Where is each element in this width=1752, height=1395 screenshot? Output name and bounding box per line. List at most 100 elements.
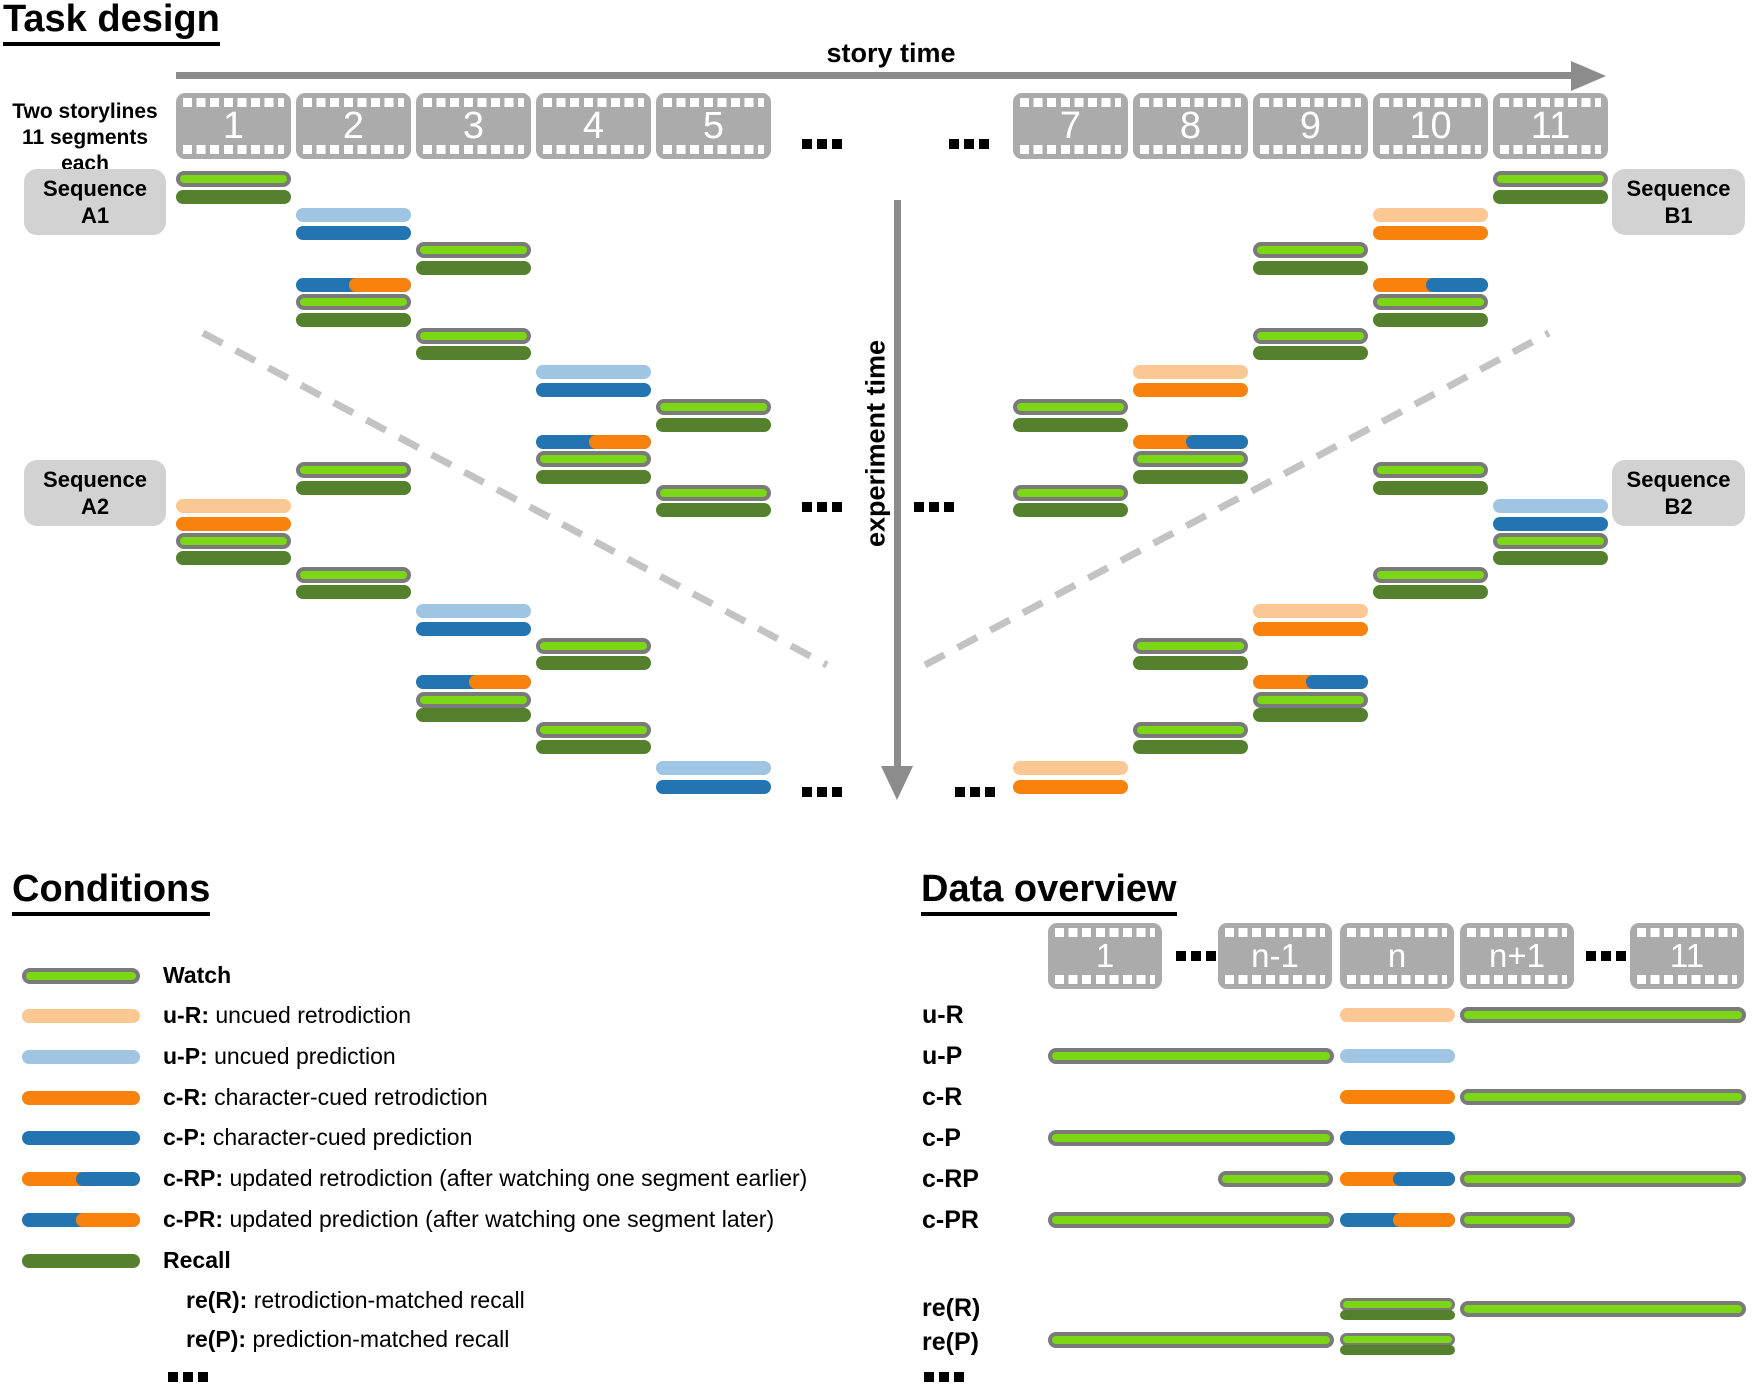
sprocket-holes bbox=[423, 145, 524, 154]
sprocket-holes bbox=[663, 145, 764, 154]
recall-bar bbox=[536, 740, 651, 754]
watch-bar bbox=[1460, 1171, 1746, 1187]
recall-bar bbox=[1013, 418, 1128, 432]
story-time-label: story time bbox=[826, 38, 956, 68]
recall-bar bbox=[1373, 585, 1488, 599]
sprocket-holes bbox=[1020, 98, 1121, 107]
film-strip-label: 7 bbox=[1059, 104, 1082, 147]
film-strip-label: 10 bbox=[1409, 104, 1452, 147]
experiment-time-arrow bbox=[894, 200, 901, 766]
split-overlay bbox=[1392, 1172, 1455, 1186]
ellipsis bbox=[914, 502, 954, 512]
sprocket-holes bbox=[543, 145, 644, 154]
watch-bar bbox=[1253, 328, 1368, 344]
cued-prediction-bar bbox=[1493, 517, 1608, 531]
uncued-prediction-bar bbox=[416, 604, 531, 618]
uncued-prediction-bar bbox=[1340, 1049, 1455, 1063]
uncued-retrodiction-bar bbox=[1373, 208, 1488, 222]
film-strip-label: 11 bbox=[1530, 104, 1571, 147]
cued-prediction-bar bbox=[1340, 1131, 1455, 1145]
data-row-label: re(R) bbox=[922, 1294, 981, 1322]
uncued-prediction-bar bbox=[656, 761, 771, 775]
sprocket-holes bbox=[1020, 145, 1121, 154]
watch-bar-thin bbox=[1340, 1298, 1455, 1311]
watch-bar bbox=[1460, 1007, 1746, 1023]
data-row-label: c-P bbox=[922, 1124, 961, 1152]
watch-bar bbox=[1253, 242, 1368, 258]
legend-swatch-cued-prediction-bar bbox=[22, 1131, 140, 1145]
sprocket-holes bbox=[1467, 975, 1567, 984]
film-strip: 8 bbox=[1133, 93, 1248, 159]
film-strip: 4 bbox=[536, 93, 651, 159]
film-strip: 2 bbox=[296, 93, 411, 159]
recall-bar bbox=[296, 481, 411, 495]
sequence-label-line1: Sequence bbox=[43, 467, 147, 492]
data-row-label: c-PR bbox=[922, 1206, 979, 1234]
recall-bar bbox=[296, 313, 411, 327]
watch-bar bbox=[1493, 533, 1608, 549]
legend-label: c-R: character-cued retrodiction bbox=[163, 1084, 488, 1110]
sprocket-holes bbox=[1225, 928, 1325, 937]
uncued-retrodiction-bar bbox=[1253, 604, 1368, 618]
sprocket-holes bbox=[423, 98, 524, 107]
updated-prediction-bar bbox=[1340, 1213, 1455, 1227]
sequence-label-line1: Sequence bbox=[1626, 176, 1731, 201]
film-strip-label: n-1 bbox=[1251, 937, 1299, 974]
uncued-retrodiction-bar bbox=[176, 499, 291, 513]
sprocket-holes bbox=[543, 98, 644, 107]
legend-swatch-recall-bar bbox=[22, 1254, 140, 1268]
legend-term: c-R: bbox=[163, 1084, 208, 1110]
watch-bar bbox=[1048, 1048, 1334, 1064]
film-strip-label: 3 bbox=[462, 104, 485, 147]
film-strip: 11 bbox=[1493, 93, 1608, 159]
split-overlay bbox=[348, 278, 411, 292]
watch-bar bbox=[1048, 1130, 1334, 1146]
sprocket-holes bbox=[1637, 928, 1737, 937]
recall-bar bbox=[416, 261, 531, 275]
conditions-title: Conditions bbox=[12, 869, 211, 916]
film-strip: 1 bbox=[176, 93, 291, 159]
watch-bar-thin bbox=[1340, 1333, 1455, 1346]
recall-bar bbox=[416, 708, 531, 722]
updated-prediction-bar bbox=[536, 435, 651, 449]
film-strip-label: n+1 bbox=[1489, 937, 1545, 974]
recall-bar bbox=[1253, 346, 1368, 360]
watch-bar bbox=[1460, 1089, 1746, 1105]
recall-bar bbox=[176, 551, 291, 565]
sprocket-holes bbox=[1347, 975, 1447, 984]
watch-bar bbox=[1218, 1171, 1333, 1187]
sprocket-holes bbox=[183, 145, 284, 154]
sprocket-holes bbox=[1140, 98, 1241, 107]
experiment-time-arrowhead bbox=[881, 766, 913, 800]
sequence-label-line1: Sequence bbox=[43, 176, 147, 201]
watch-bar bbox=[176, 171, 291, 187]
page-title: Task design bbox=[3, 0, 220, 46]
film-strip-label: 1 bbox=[222, 104, 245, 147]
watch-bar bbox=[176, 533, 291, 549]
updated-retrodiction-bar bbox=[1340, 1172, 1455, 1186]
film-strip-label: 4 bbox=[582, 104, 605, 147]
recall-bar bbox=[1133, 470, 1248, 484]
sequence-label-line2: A1 bbox=[80, 203, 110, 228]
sprocket-holes bbox=[663, 98, 764, 107]
recall-bar bbox=[296, 585, 411, 599]
legend-term: Watch bbox=[163, 962, 232, 988]
watch-bar bbox=[1048, 1332, 1334, 1348]
legend-swatch-watch-bar bbox=[22, 968, 140, 984]
recall-bar bbox=[1493, 190, 1608, 204]
watch-bar bbox=[416, 328, 531, 344]
watch-bar bbox=[416, 242, 531, 258]
sprocket-holes bbox=[1380, 98, 1481, 107]
sprocket-holes bbox=[1637, 975, 1737, 984]
cued-prediction-bar bbox=[416, 622, 531, 636]
cued-retrodiction-bar bbox=[1013, 780, 1128, 794]
legend-label: re(R): retrodiction-matched recall bbox=[186, 1287, 525, 1313]
cued-retrodiction-bar bbox=[1340, 1090, 1455, 1104]
sprocket-holes bbox=[1260, 145, 1361, 154]
film-strip-label: n bbox=[1387, 937, 1407, 974]
film-strip: 9 bbox=[1253, 93, 1368, 159]
